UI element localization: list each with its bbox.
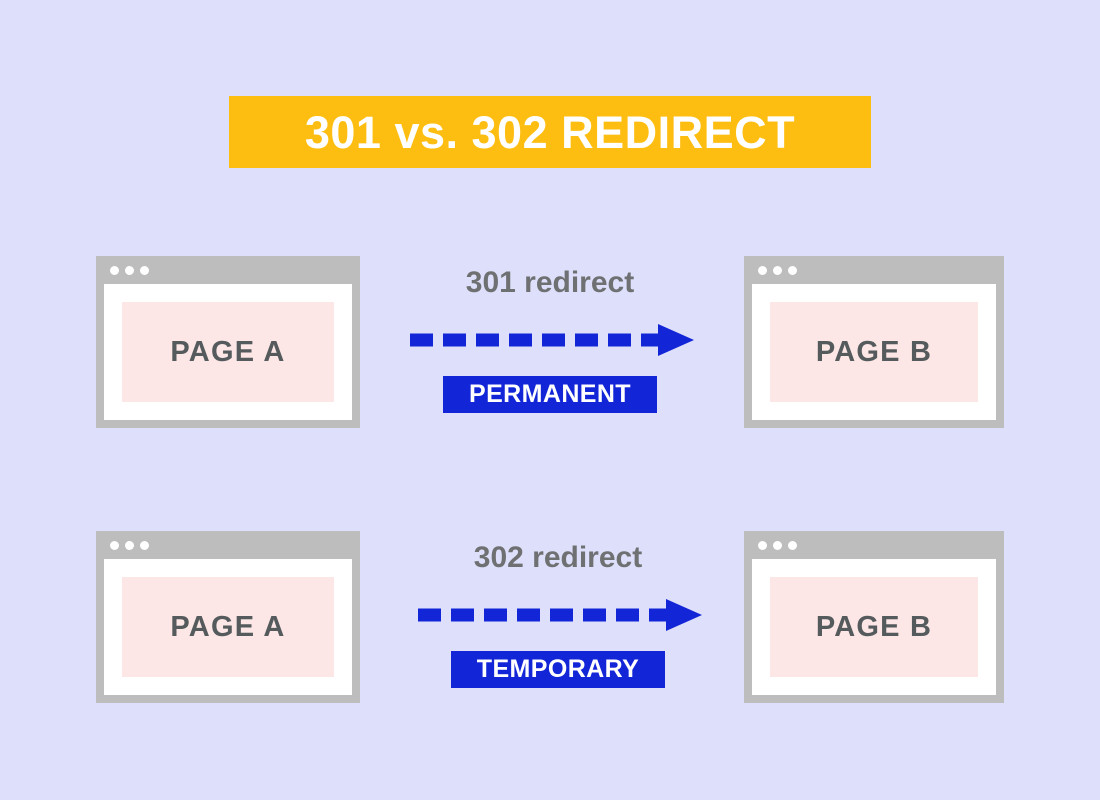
badge-label: PERMANENT bbox=[469, 380, 631, 408]
redirect-label-302: 302 redirect bbox=[473, 541, 643, 574]
window-dot-icon bbox=[773, 540, 782, 550]
browser-window-target-302: PAGE B bbox=[744, 531, 1004, 703]
connector-301: 301 redirect PERMANENT bbox=[400, 266, 700, 416]
window-dot-icon bbox=[758, 540, 767, 550]
browser-viewport: PAGE A bbox=[104, 284, 352, 420]
page-content-box: PAGE B bbox=[770, 302, 978, 402]
title-banner: 301 vs. 302 REDIRECT bbox=[229, 96, 871, 168]
browser-titlebar bbox=[96, 256, 360, 284]
browser-titlebar bbox=[744, 531, 1004, 559]
browser-titlebar bbox=[744, 256, 1004, 284]
dashed-arrow-icon-302 bbox=[418, 599, 702, 631]
browser-window-target-301: PAGE B bbox=[744, 256, 1004, 428]
page-content-box: PAGE B bbox=[770, 577, 978, 677]
window-dot-icon bbox=[758, 265, 767, 275]
page-content-box: PAGE A bbox=[122, 577, 334, 677]
badge-permanent: PERMANENT bbox=[443, 376, 657, 413]
browser-viewport: PAGE B bbox=[752, 559, 996, 695]
window-dot-icon bbox=[140, 265, 149, 275]
window-dot-icon bbox=[110, 540, 119, 550]
browser-window-source-301: PAGE A bbox=[96, 256, 360, 428]
window-dot-icon bbox=[788, 540, 797, 550]
dashed-arrow-icon-301 bbox=[410, 324, 694, 356]
window-dot-icon bbox=[788, 265, 797, 275]
page-title: 301 vs. 302 REDIRECT bbox=[304, 106, 796, 158]
page-label: PAGE A bbox=[170, 610, 286, 643]
connector-302: 302 redirect TEMPORARY bbox=[408, 541, 708, 691]
page-label: PAGE B bbox=[815, 335, 933, 368]
redirect-label-301: 301 redirect bbox=[465, 266, 635, 299]
window-dot-icon bbox=[125, 540, 134, 550]
window-dot-icon bbox=[140, 540, 149, 550]
window-dot-icon bbox=[125, 265, 134, 275]
page-label: PAGE B bbox=[815, 610, 933, 643]
browser-titlebar bbox=[96, 531, 360, 559]
browser-viewport: PAGE B bbox=[752, 284, 996, 420]
badge-label: TEMPORARY bbox=[476, 655, 640, 683]
browser-window-source-302: PAGE A bbox=[96, 531, 360, 703]
window-dot-icon bbox=[773, 265, 782, 275]
window-dot-icon bbox=[110, 265, 119, 275]
browser-viewport: PAGE A bbox=[104, 559, 352, 695]
page-label: PAGE A bbox=[170, 335, 286, 368]
badge-temporary: TEMPORARY bbox=[451, 651, 665, 688]
page-content-box: PAGE A bbox=[122, 302, 334, 402]
